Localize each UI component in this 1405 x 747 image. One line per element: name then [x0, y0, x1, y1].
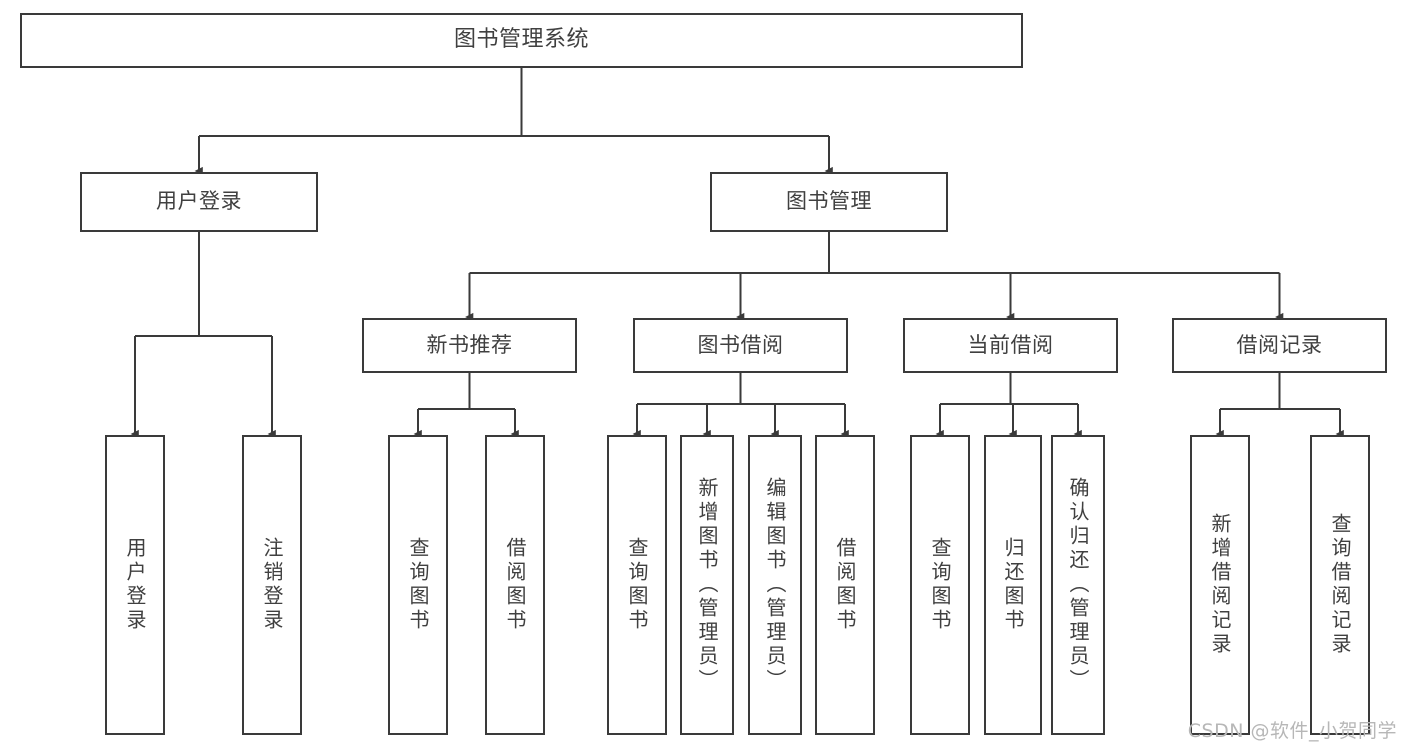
- node-current[interactable]: 当前借阅: [903, 318, 1118, 373]
- node-label: 当前借阅: [967, 332, 1054, 357]
- node-label: 注销登录: [260, 537, 284, 633]
- node-l_q2[interactable]: 查询图书: [607, 435, 667, 735]
- node-label: 用户登录: [123, 537, 147, 633]
- node-label: 用户登录: [156, 189, 242, 214]
- node-l_return[interactable]: 归还图书: [984, 435, 1042, 735]
- node-l_b1[interactable]: 借阅图书: [485, 435, 545, 735]
- node-label: 借阅记录: [1236, 332, 1323, 357]
- node-label: 图书管理: [786, 189, 872, 214]
- node-label: 新书推荐: [426, 332, 513, 357]
- node-label: 查询借阅记录: [1328, 513, 1352, 657]
- node-label: 借阅图书: [503, 537, 527, 633]
- node-l_qryrec[interactable]: 查询借阅记录: [1310, 435, 1370, 735]
- node-l_add[interactable]: 新增图书（管理员）: [680, 435, 734, 735]
- node-l_logout[interactable]: 注销登录: [242, 435, 302, 735]
- node-label: 确认归还（管理员）: [1066, 477, 1090, 693]
- node-l_q3[interactable]: 查询图书: [910, 435, 970, 735]
- node-label: 图书管理系统: [453, 27, 589, 53]
- node-label: 借阅图书: [833, 537, 857, 633]
- node-label: 查询图书: [625, 537, 649, 633]
- node-bookmgmt[interactable]: 图书管理: [710, 172, 948, 232]
- node-label: 查询图书: [928, 537, 952, 633]
- node-l_b2[interactable]: 借阅图书: [815, 435, 875, 735]
- node-label: 归还图书: [1001, 537, 1025, 633]
- node-label: 编辑图书（管理员）: [763, 477, 787, 693]
- node-login[interactable]: 用户登录: [80, 172, 318, 232]
- node-l_q1[interactable]: 查询图书: [388, 435, 448, 735]
- node-borrow[interactable]: 图书借阅: [633, 318, 848, 373]
- node-records[interactable]: 借阅记录: [1172, 318, 1387, 373]
- node-label: 图书借阅: [697, 332, 784, 357]
- node-newbook[interactable]: 新书推荐: [362, 318, 577, 373]
- node-root[interactable]: 图书管理系统: [20, 13, 1023, 68]
- node-label: 查询图书: [406, 537, 430, 633]
- node-l_edit[interactable]: 编辑图书（管理员）: [748, 435, 802, 735]
- node-label: 新增图书（管理员）: [695, 477, 719, 693]
- watermark: CSDN @软件_小贺同学: [1187, 720, 1397, 742]
- node-l_addrec[interactable]: 新增借阅记录: [1190, 435, 1250, 735]
- node-l_confirm[interactable]: 确认归还（管理员）: [1051, 435, 1105, 735]
- node-l_login[interactable]: 用户登录: [105, 435, 165, 735]
- node-label: 新增借阅记录: [1208, 513, 1232, 657]
